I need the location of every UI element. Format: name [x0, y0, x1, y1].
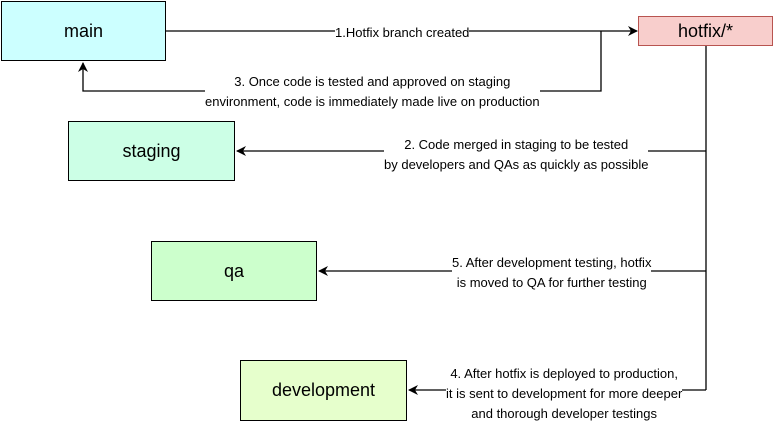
main-branch-label: main: [63, 20, 103, 41]
edge-label-merged-staging: 2. Code merged in staging to be tested b…: [384, 135, 649, 175]
hotfix-branch-label: hotfix/*: [677, 20, 734, 41]
main-branch-node: main: [1, 1, 166, 61]
development-branch-node: development: [240, 360, 407, 421]
staging-branch-node: staging: [68, 121, 235, 181]
edge-label-live-production: 3. Once code is tested and approved on s…: [205, 72, 540, 112]
edge-label-moved-qa: 5. After development testing, hotfix is …: [452, 253, 652, 293]
edge-label-hotfix-created: 1.Hotfix branch created: [335, 23, 470, 43]
staging-branch-label: staging: [122, 140, 181, 161]
edge-label-sent-development: 4. After hotfix is deployed to productio…: [446, 364, 683, 424]
qa-branch-label: qa: [223, 260, 245, 281]
qa-branch-node: qa: [151, 241, 317, 301]
development-branch-label: development: [271, 380, 376, 400]
hotfix-branch-node: hotfix/*: [638, 16, 773, 46]
